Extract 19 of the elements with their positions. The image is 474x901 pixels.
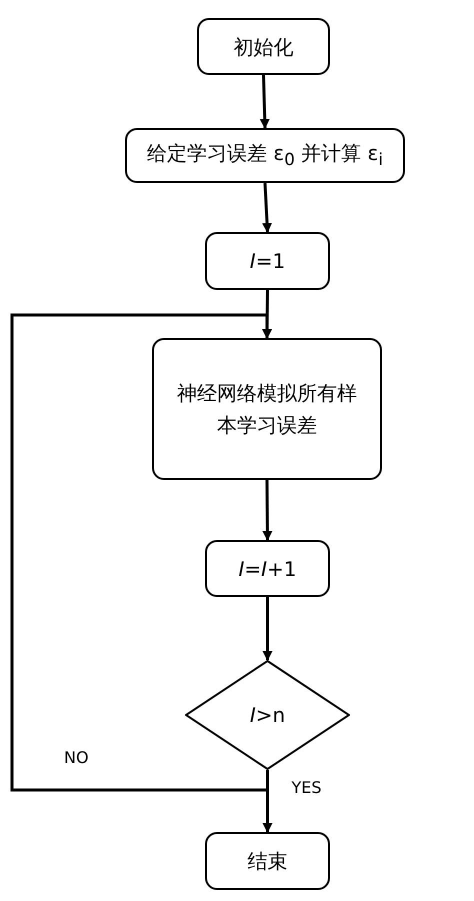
node-text: 初始化 [232,34,294,60]
process-box [125,128,405,183]
process-box [205,232,330,290]
process-box [197,18,330,75]
process-box [152,338,382,480]
arrow [262,182,272,233]
node-text: 结束 [246,848,288,875]
process-box [205,832,330,890]
arrow [10,314,272,792]
arrow [262,597,272,661]
arrow [260,74,270,129]
node-text: I=1 [248,248,286,275]
node-text: 给定学习误差 ε$_{0}$ 并计算 ε$_{i}$ [146,140,384,172]
node-text: I>n [248,702,286,729]
node-text: 神经网络模拟所有样本学习误差 [176,380,358,439]
process-box [205,540,330,597]
decision-diamond [185,660,350,770]
node-text: I=I+1 [237,556,298,582]
arrow [262,480,272,541]
